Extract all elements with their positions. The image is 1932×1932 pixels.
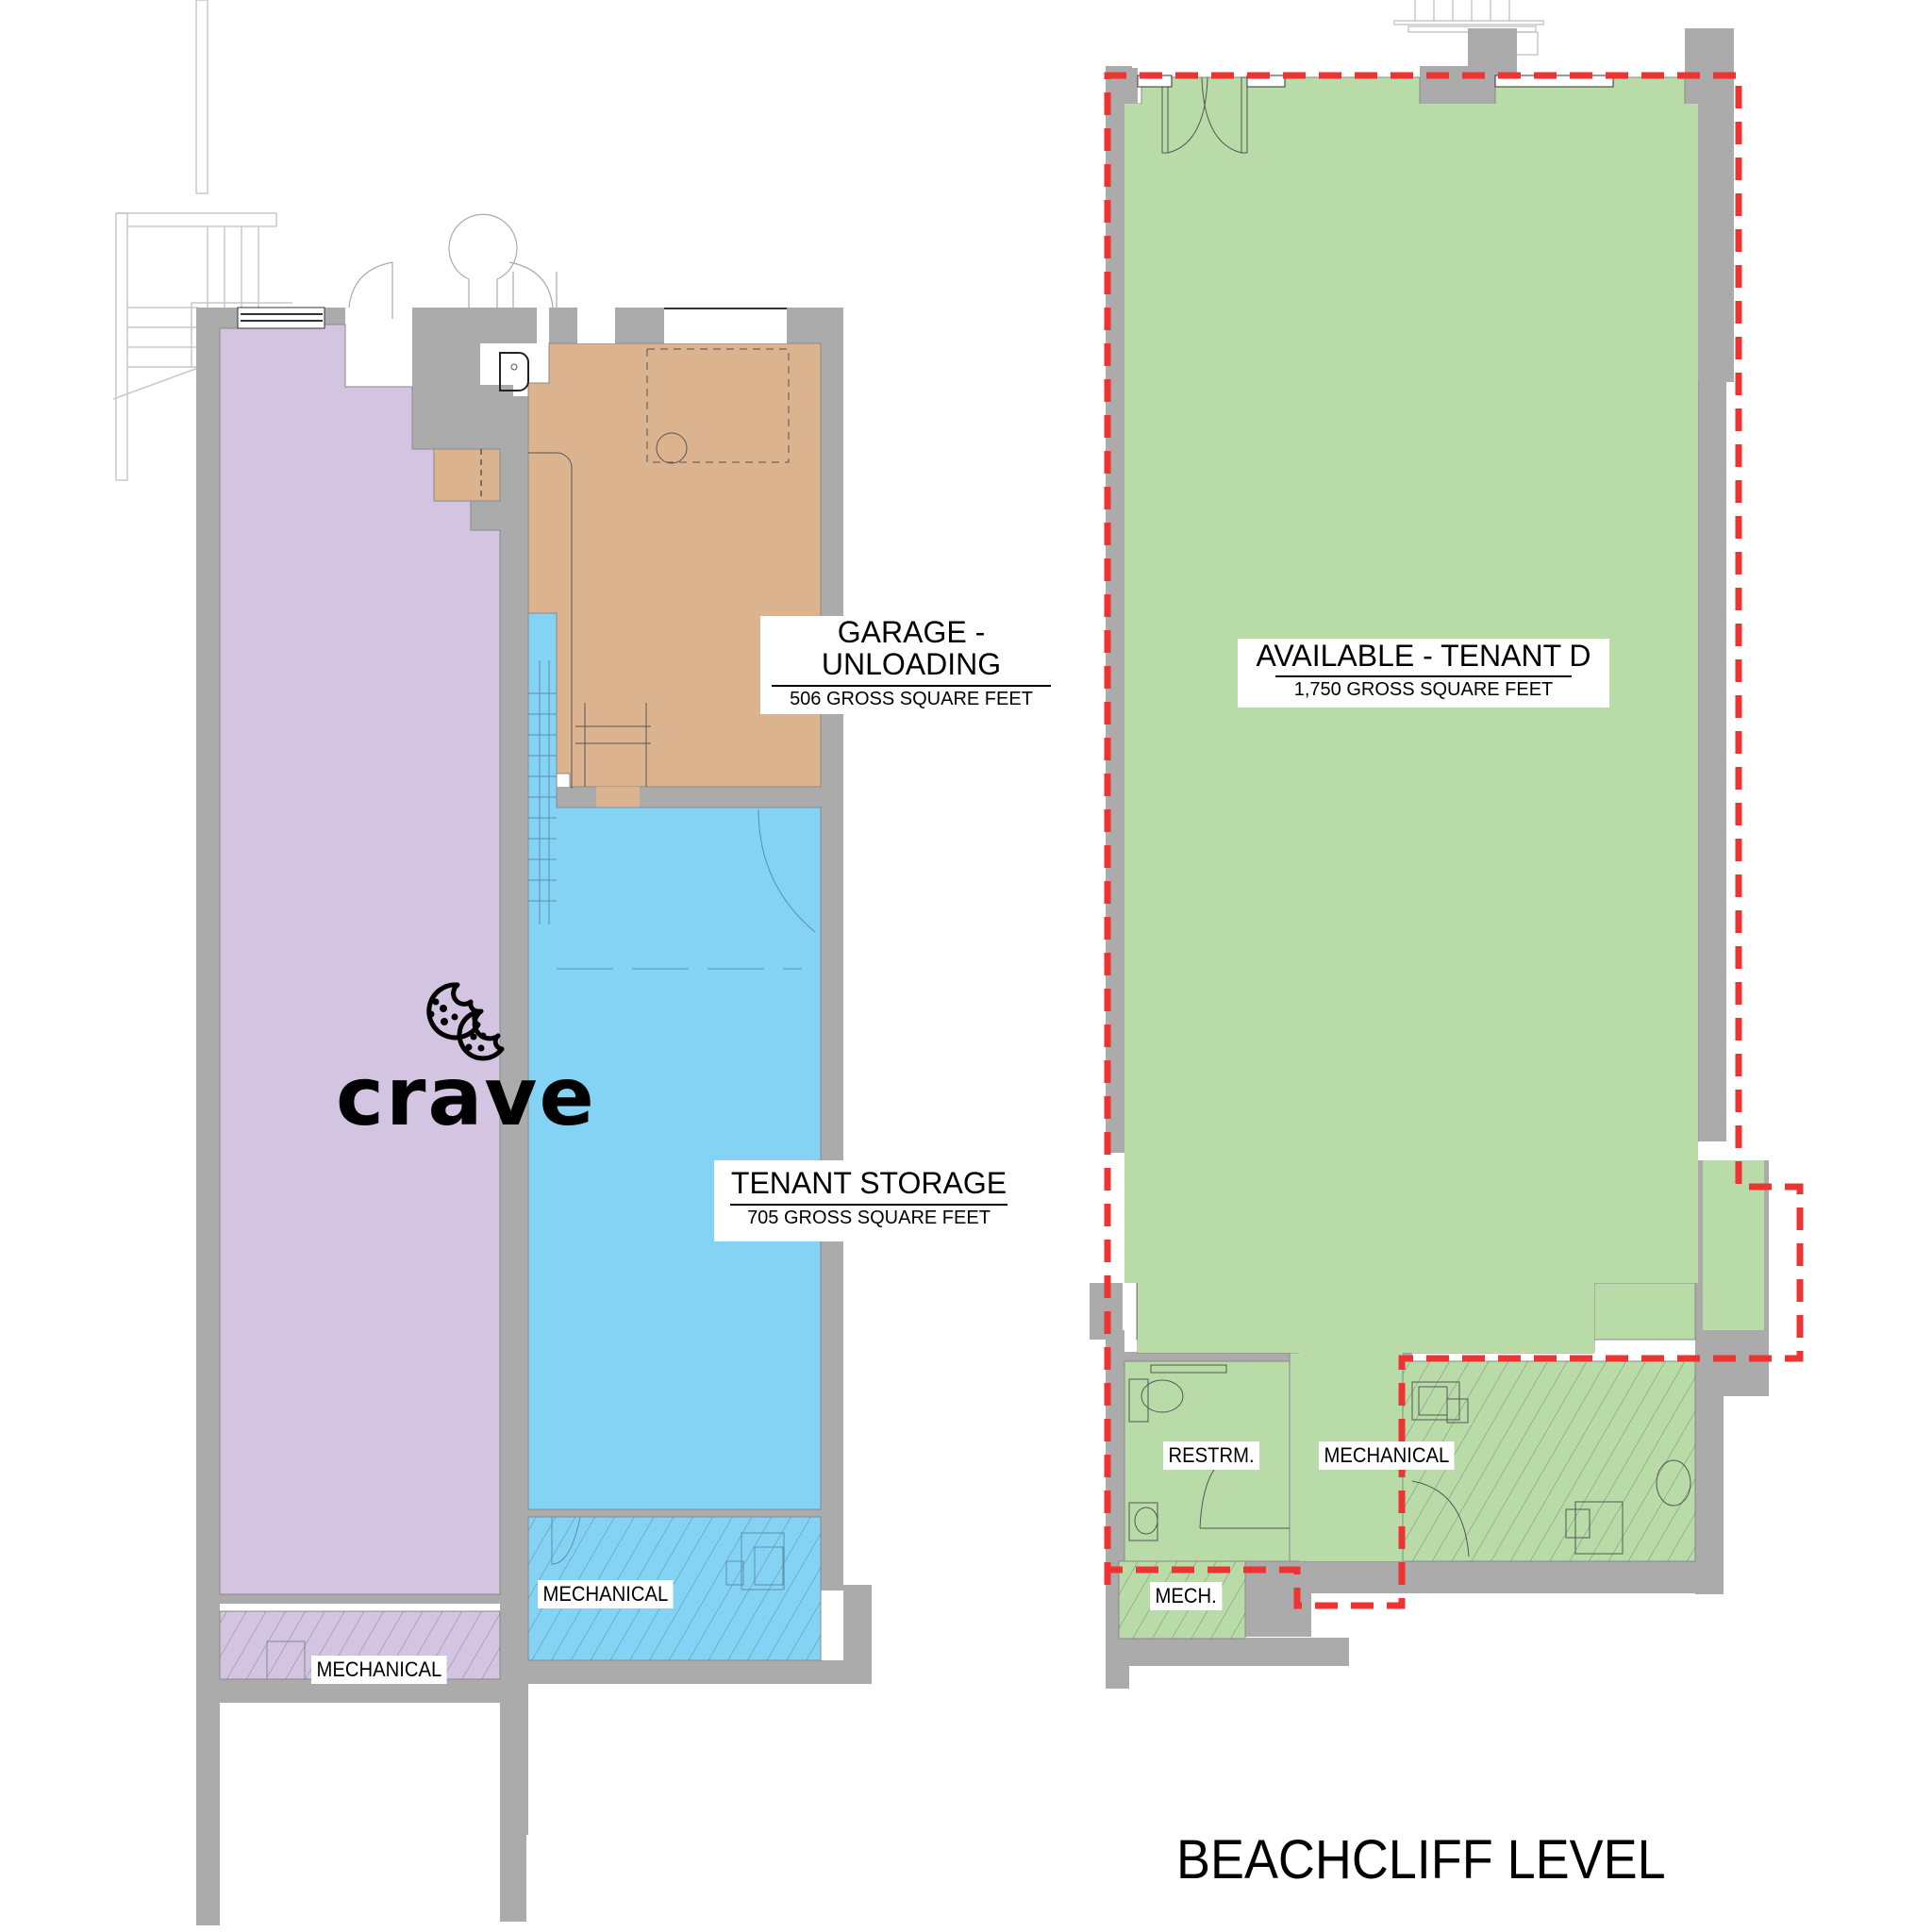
tenant-d-label-rule [1275,675,1572,677]
crave-space [219,324,501,1595]
tenant-d-title: AVAILABLE - TENANT D [1256,639,1591,673]
garage-label: GARAGE - UNLOADING 506 GROSS SQUARE FEET [760,616,1062,714]
garage-label-rule [772,685,1051,688]
level-title: BEACHCLIFF LEVEL [1176,1829,1666,1890]
restroom-label: RESTRM. [1163,1441,1260,1471]
tenant-storage-title: TENANT STORAGE [730,1166,1008,1200]
crave-mechanical-label: MECHANICAL [311,1656,447,1685]
garage-title-line1: GARAGE - [837,615,986,649]
garage-area: 506 GROSS SQUARE FEET [790,689,1033,710]
available-space-outline [1104,72,1804,1609]
crave-brand-logo: crave [336,1050,596,1144]
tenant-d-label: AVAILABLE - TENANT D 1,750 GROSS SQUARE … [1238,639,1609,708]
tenant-d-area: 1,750 GROSS SQUARE FEET [1293,678,1554,700]
tenant-storage-space [527,612,822,1510]
tenant-d-mechanical-label: MECHANICAL [1319,1441,1455,1471]
tenant-storage-label: TENANT STORAGE 705 GROSS SQUARE FEET [714,1160,1024,1241]
tenant-storage-area: 705 GROSS SQUARE FEET [747,1207,991,1228]
storage-mechanical-label: MECHANICAL [538,1580,674,1609]
exterior-stair-outline [112,0,292,481]
small-mechanical-label: MECH. [1150,1582,1223,1611]
garage-title-line2: UNLOADING [821,646,1002,681]
tenant-storage-label-rule [730,1203,1008,1206]
cookies-icon [426,982,505,1061]
